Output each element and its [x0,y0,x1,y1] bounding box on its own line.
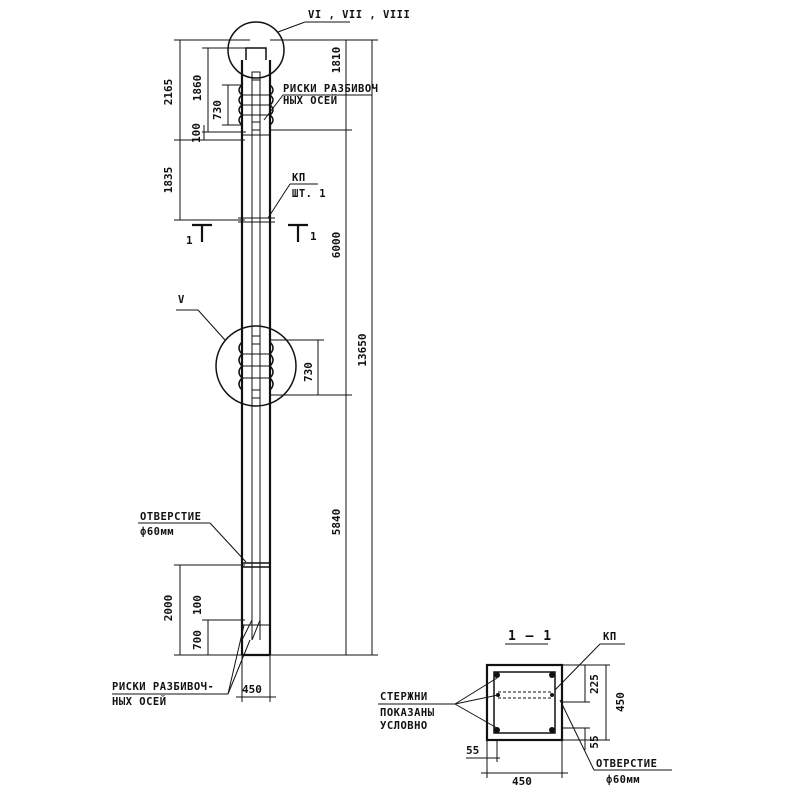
label-risks-top: РИСКИ РАЗБИВОЧ НЫХ ОСЕЙ [263,83,379,121]
svg-text:НЫХ ОСЕЙ: НЫХ ОСЕЙ [112,695,167,708]
svg-text:ПОКАЗАНЫ: ПОКАЗАНЫ [380,707,435,719]
svg-text:5840: 5840 [330,509,343,536]
svg-text:55: 55 [466,744,479,757]
svg-text:1835: 1835 [162,167,175,194]
section-view: 1 — 1 225 450 55 450 55 КП [378,629,672,788]
svg-text:ф60мм: ф60мм [606,774,640,786]
callout-top-label: VI , VII , VIII [308,9,410,21]
svg-text:1: 1 [310,230,317,243]
section-cut-marks: 1 1 [186,223,317,247]
svg-text:730: 730 [211,100,224,120]
bottom-width-dimension: 450 [236,655,276,702]
svg-text:НЫХ ОСЕЙ: НЫХ ОСЕЙ [283,94,338,107]
svg-text:РИСКИ РАЗБИВОЧ-: РИСКИ РАЗБИВОЧ- [112,681,214,693]
svg-text:1810: 1810 [330,47,343,74]
svg-text:ШТ. 1: ШТ. 1 [292,188,326,200]
svg-text:450: 450 [512,775,532,788]
right-dimensions: 1810 6000 730 13650 5840 [270,39,378,656]
svg-text:13650: 13650 [356,333,369,366]
svg-text:225: 225 [588,674,601,694]
svg-text:КП: КП [292,172,306,184]
svg-text:730: 730 [302,362,315,382]
svg-text:100: 100 [190,123,203,143]
svg-text:ф60мм: ф60мм [140,526,174,538]
svg-text:ОТВЕРСТИЕ: ОТВЕРСТИЕ [140,511,201,523]
callout-mid-label: V [178,294,185,306]
callout-circle-top [227,21,285,79]
svg-text:КП: КП [603,631,617,643]
svg-text:55: 55 [588,735,601,748]
svg-text:100: 100 [191,595,204,615]
svg-text:2000: 2000 [162,595,175,622]
svg-text:РИСКИ РАЗБИВОЧ: РИСКИ РАЗБИВОЧ [283,83,379,95]
left-dimensions: 2165 1835 1860 730 100 2000 100 700 [162,39,250,656]
svg-text:700: 700 [191,630,204,650]
svg-text:ОТВЕРСТИЕ: ОТВЕРСТИЕ [596,758,657,770]
column-elevation [238,47,275,657]
callout-circle-mid [215,325,297,407]
svg-text:450: 450 [614,692,627,712]
svg-text:450: 450 [242,683,262,696]
svg-text:СТЕРЖНИ: СТЕРЖНИ [380,691,428,703]
label-risks-bottom: РИСКИ РАЗБИВОЧ- НЫХ ОСЕЙ [112,624,251,708]
section-title: 1 — 1 [508,629,552,644]
svg-text:1860: 1860 [191,75,204,102]
svg-text:2165: 2165 [162,79,175,106]
label-hole-main: ОТВЕРСТИЕ ф60мм [138,511,247,563]
svg-text:УСЛОВНО: УСЛОВНО [380,720,428,732]
label-kp: КП ШТ. 1 [267,172,326,219]
svg-text:1: 1 [186,234,193,247]
svg-text:6000: 6000 [330,232,343,259]
